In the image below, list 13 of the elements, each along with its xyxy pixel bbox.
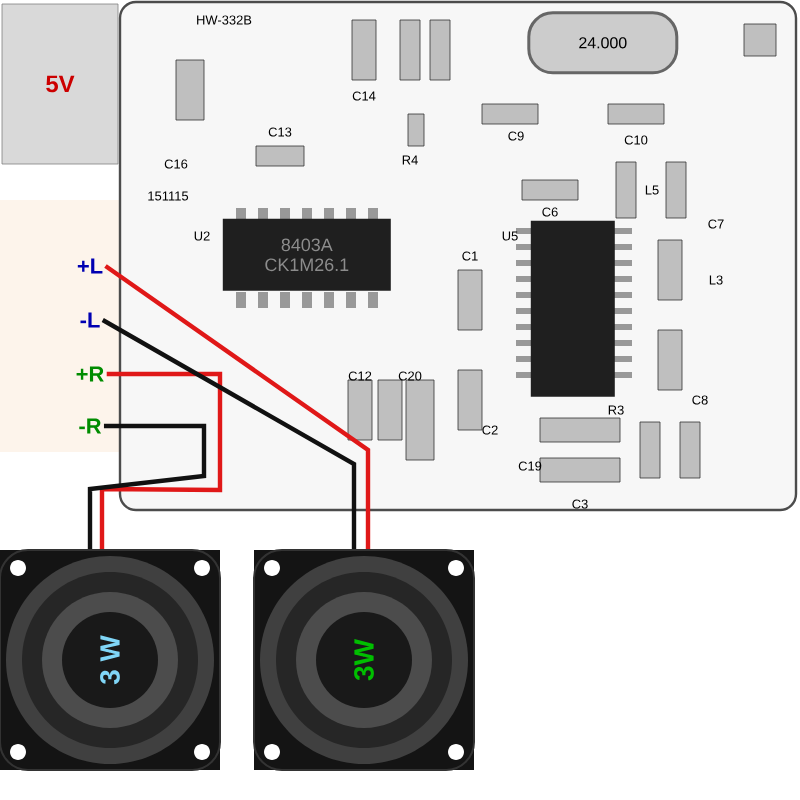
wire xyxy=(87,423,207,549)
wire xyxy=(99,371,223,549)
pin-label: -L xyxy=(80,312,100,328)
wire xyxy=(104,264,371,549)
pin-label: +R xyxy=(76,366,104,382)
usb-connector: 5V xyxy=(1,3,119,165)
speaker: 3 W xyxy=(0,549,221,771)
speaker: 3W xyxy=(253,549,475,771)
pin-label: +L xyxy=(77,258,103,274)
chip: 8403A CK1M26.1 xyxy=(222,218,391,291)
wire xyxy=(101,318,357,549)
chip xyxy=(530,220,615,397)
pin-label: -R xyxy=(79,418,102,434)
